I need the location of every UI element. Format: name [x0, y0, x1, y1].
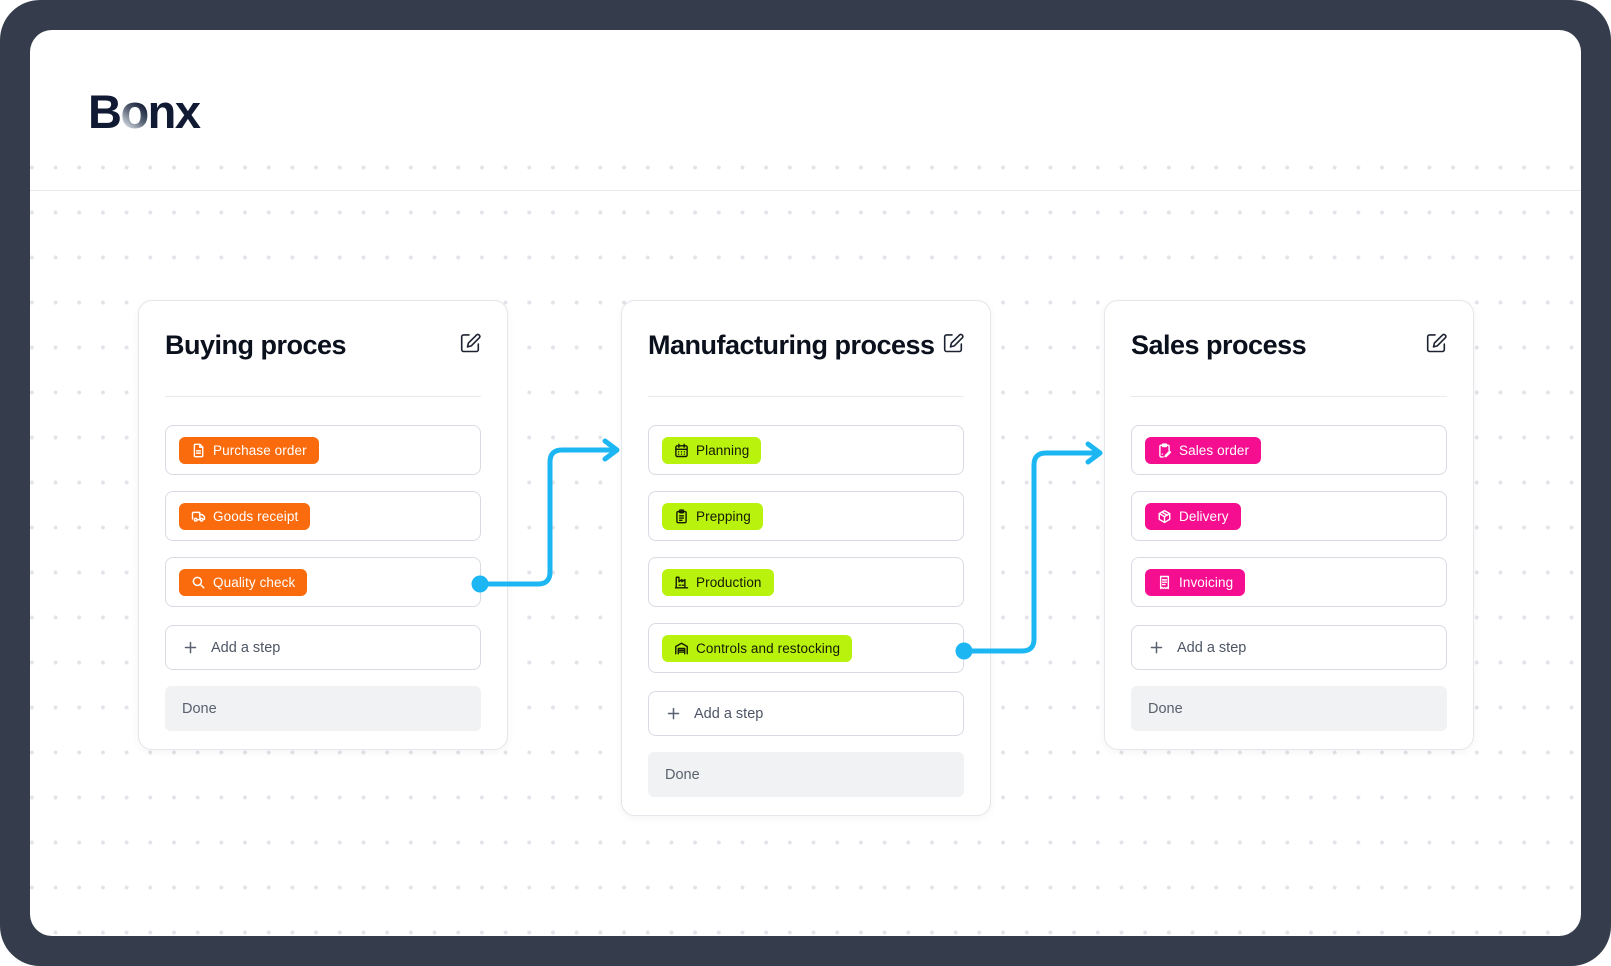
plus-icon: [666, 706, 681, 721]
magnifier-icon: [192, 576, 205, 588]
step-slot: Planning: [648, 425, 964, 475]
done-label: Done: [1148, 700, 1183, 717]
connector-arrowhead: [1085, 441, 1103, 465]
step-chip-delivery[interactable]: Delivery: [1145, 502, 1241, 530]
card-title: Buying proces: [165, 330, 347, 360]
card-divider: [165, 396, 481, 397]
factory-icon: [674, 576, 689, 589]
card-title: Sales process: [1131, 330, 1307, 360]
clipboard-icon: [676, 508, 687, 523]
step-chip-planning[interactable]: Planning: [662, 436, 762, 464]
step-chip-production[interactable]: Production: [662, 568, 774, 596]
done-zone[interactable]: Done: [165, 686, 481, 731]
logo-letter: nx: [147, 85, 201, 138]
done-zone[interactable]: Done: [648, 752, 964, 797]
step-label: Sales order: [1179, 442, 1250, 458]
logo-letter-gradient: o: [120, 85, 149, 138]
add-step-label: Add a step: [694, 705, 764, 722]
step-chip-prepping[interactable]: Prepping: [662, 502, 763, 530]
step-chip-invoicing[interactable]: Invoicing: [1145, 568, 1246, 596]
add-step-label: Add a step: [211, 639, 281, 656]
step-chip-goods-receipt[interactable]: Goods receipt: [179, 502, 311, 530]
step-chip-sales-order[interactable]: Sales order: [1145, 436, 1262, 464]
receipt-icon: [1159, 575, 1170, 589]
step-slot: Quality check: [165, 557, 481, 607]
connector-arrowhead: [602, 438, 620, 462]
process-card-buying: Buying proces Purchase order: [138, 300, 508, 750]
plus-icon: [183, 640, 198, 655]
app-panel: Bonx Buying proces: [30, 30, 1581, 936]
step-slot: Purchase order: [165, 425, 481, 475]
step-label: Prepping: [696, 508, 751, 524]
step-label: Purchase order: [213, 442, 307, 458]
edit-title-button[interactable]: [459, 332, 481, 354]
step-label: Goods receipt: [213, 508, 299, 524]
clipboard-edit-icon: [1159, 442, 1172, 458]
step-chip-purchase-order[interactable]: Purchase order: [179, 436, 319, 464]
step-slot: Delivery: [1131, 491, 1447, 541]
pencil-square-icon: [460, 333, 481, 353]
header-divider: [30, 190, 1581, 191]
logo-letter: B: [88, 85, 122, 138]
done-label: Done: [665, 766, 700, 783]
pencil-square-icon: [1426, 333, 1447, 353]
step-label: Production: [696, 574, 762, 590]
done-zone[interactable]: Done: [1131, 686, 1447, 731]
document-icon: [193, 443, 204, 457]
plus-icon: [1149, 640, 1164, 655]
add-step-button[interactable]: Add a step: [648, 691, 964, 736]
step-slot: Controls and restocking: [648, 623, 964, 673]
step-label: Planning: [696, 442, 750, 458]
step-chip-controls-restocking[interactable]: Controls and restocking: [662, 634, 853, 662]
step-slot: Sales order: [1131, 425, 1447, 475]
done-label: Done: [182, 700, 217, 717]
bonx-logo: Bonx: [88, 85, 201, 138]
add-step-button[interactable]: Add a step: [165, 625, 481, 670]
package-icon: [1158, 509, 1171, 523]
step-slot: Goods receipt: [165, 491, 481, 541]
step-chip-quality-check[interactable]: Quality check: [179, 568, 308, 596]
edit-title-button[interactable]: [942, 332, 964, 354]
card-divider: [1131, 396, 1447, 397]
edit-title-button[interactable]: [1425, 332, 1447, 354]
step-label: Controls and restocking: [696, 640, 841, 656]
step-label: Invoicing: [1179, 574, 1234, 590]
calendar-icon: [675, 443, 688, 457]
add-step-button[interactable]: Add a step: [1131, 625, 1447, 670]
truck-icon: [191, 511, 206, 522]
warehouse-icon: [675, 642, 688, 654]
process-card-sales: Sales process Sales: [1104, 300, 1474, 750]
process-card-manufacturing: Manufacturing process Planning: [621, 300, 991, 816]
step-slot: Prepping: [648, 491, 964, 541]
step-slot: Invoicing: [1131, 557, 1447, 607]
step-label: Delivery: [1179, 508, 1229, 524]
card-title: Manufacturing process: [648, 330, 935, 360]
step-slot: Production: [648, 557, 964, 607]
add-step-label: Add a step: [1177, 639, 1247, 656]
pencil-square-icon: [943, 333, 964, 353]
step-label: Quality check: [213, 574, 296, 590]
card-divider: [648, 396, 964, 397]
